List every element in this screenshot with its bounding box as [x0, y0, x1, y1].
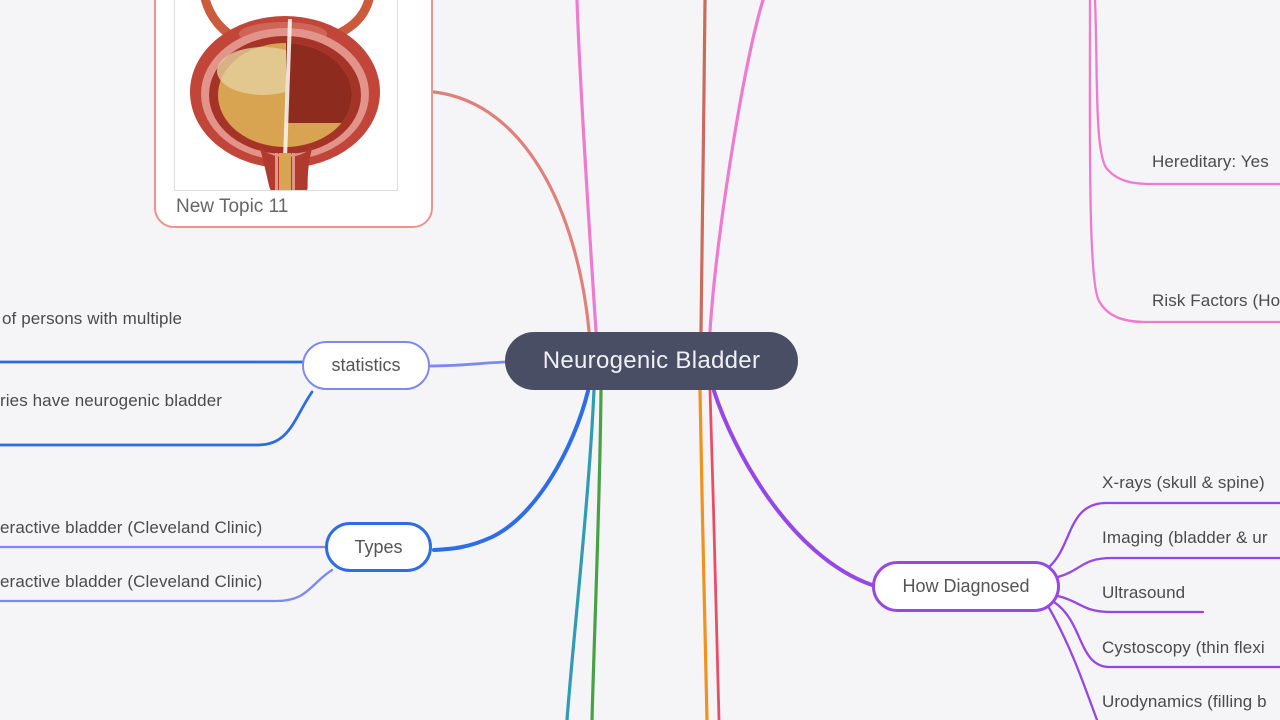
branch-topic-card-connector: [432, 90, 591, 333]
branch-risk-factors: [1088, 0, 1280, 324]
topic-card-new-topic-11[interactable]: New Topic 11: [154, 0, 433, 228]
leaf-persons-with-multiple[interactable]: of persons with multiple: [2, 309, 183, 328]
branch-types-connector: [432, 389, 590, 552]
leaf-urodynamics[interactable]: Urodynamics (filling b: [1102, 692, 1267, 711]
branch-orange-down: [698, 388, 709, 720]
node-statistics-label: statistics: [331, 355, 401, 375]
leaf-ultrasound[interactable]: Ultrasound: [1102, 583, 1186, 602]
branch-types-child-2: [0, 568, 334, 603]
leaf-imaging[interactable]: Imaging (bladder & ur: [1102, 528, 1268, 547]
branch-brick-up: [699, 0, 707, 333]
leaf-neurogenic-bladder-stat[interactable]: ries have neurogenic bladder: [0, 391, 223, 410]
branch-teal-down: [565, 388, 596, 720]
branch-hereditary: [1093, 0, 1280, 186]
leaf-cystoscopy[interactable]: Cystoscopy (thin flexi: [1102, 638, 1265, 657]
node-how-diagnosed-label: How Diagnosed: [902, 576, 1030, 596]
root-node-label: Neurogenic Bladder: [542, 347, 761, 374]
branch-pink-up-right: [708, 0, 765, 333]
topic-card-label: New Topic 11: [176, 196, 289, 217]
branch-imaging: [1056, 556, 1280, 579]
branch-cystoscopy: [1052, 600, 1280, 669]
branch-crimson-down: [708, 388, 721, 720]
branch-xrays: [1048, 501, 1280, 568]
leaf-xrays[interactable]: X-rays (skull & spine): [1102, 473, 1265, 492]
branch-statistics-connector: [428, 360, 508, 368]
node-statistics[interactable]: statistics: [302, 341, 430, 390]
bladder-illustration-image: [174, 0, 398, 191]
leaf-hereditary[interactable]: Hereditary: Yes: [1152, 152, 1269, 171]
branch-pink-up-left: [575, 0, 598, 333]
bladder-cross-section-drawing: [190, 0, 380, 190]
node-types-label: Types: [354, 536, 403, 557]
branch-statistics-child-2: [0, 390, 314, 447]
node-how-diagnosed[interactable]: How Diagnosed: [872, 561, 1060, 612]
root-node-neurogenic-bladder[interactable]: Neurogenic Bladder: [505, 332, 798, 390]
leaf-underactive-bladder[interactable]: eractive bladder (Cleveland Clinic): [0, 572, 263, 591]
branch-ultrasound: [1056, 594, 1205, 614]
branch-how-diagnosed-connector: [712, 389, 874, 587]
branch-urodynamics: [1046, 604, 1099, 720]
leaf-risk-factors[interactable]: Risk Factors (Ho: [1152, 291, 1280, 310]
branch-green-down: [590, 388, 603, 720]
leaf-overactive-bladder[interactable]: eractive bladder (Cleveland Clinic): [0, 518, 263, 537]
node-types[interactable]: Types: [325, 522, 432, 572]
